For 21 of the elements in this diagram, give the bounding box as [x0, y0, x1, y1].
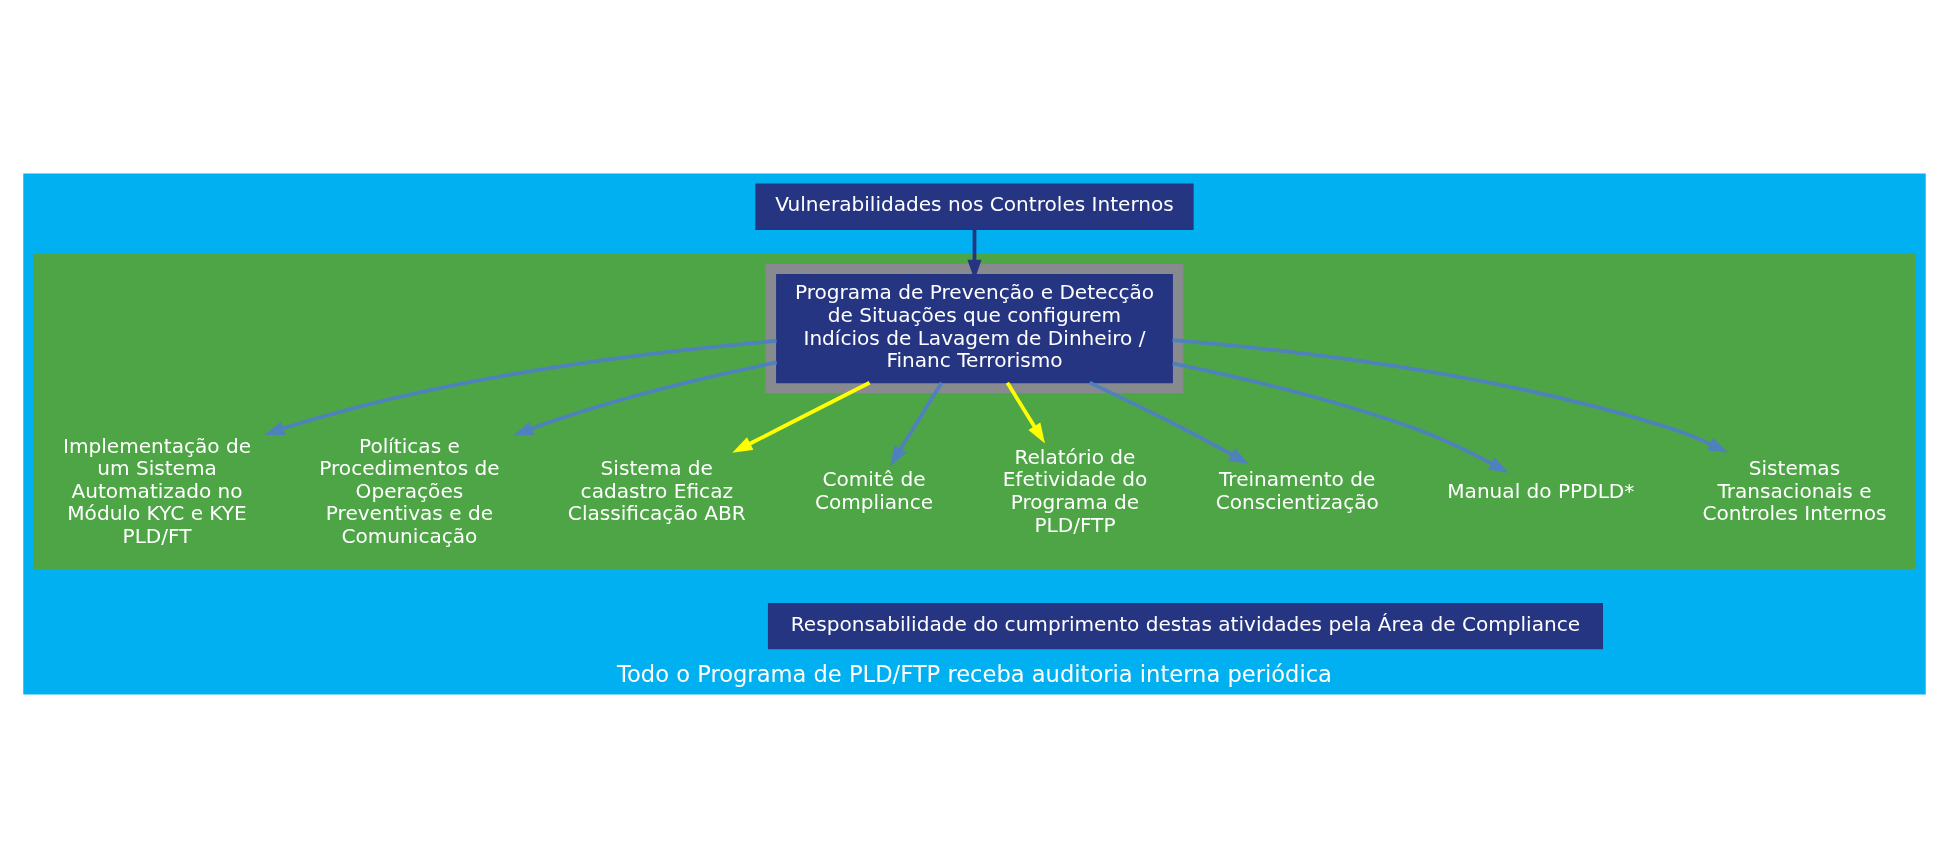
- arrow: [1088, 380, 1250, 465]
- node-text: Sistema de cadastro Eficaz Classificação ABR: [567, 456, 746, 526]
- cluster: [33, 253, 1916, 569]
- arrow: [512, 360, 778, 436]
- node-box: Responsabilidade do cumprimento destas atividades pela Área de Compliance: [767, 602, 1603, 650]
- arrow: [1172, 338, 1729, 453]
- node-text: Comitê de Compliance: [814, 467, 934, 515]
- node-text: Relatório de Efetividade do Programa de PLD/FTP: [1002, 444, 1148, 537]
- arrow: [1172, 361, 1509, 473]
- arrow: [1005, 381, 1045, 444]
- node-box: Programa de Prevenção e Detecção de Situações que configurem Indícios de Lavagem de Dinheiro / Financ Terrorismo: [776, 273, 1173, 384]
- node-box: Vulnerabilidades nos Controles Internos: [755, 183, 1194, 230]
- node-text: Políticas e Procedimentos de Operações Preventivas e de Comunicação: [319, 433, 500, 548]
- node-text: Implementação de um Sistema Automatizado no Módulo KYC e KYE PLD/FT: [63, 433, 252, 548]
- node-text: Treinamento de Conscientização: [1215, 467, 1379, 515]
- node-text: Manual do PPDLD*: [1447, 478, 1635, 503]
- arrow: [264, 339, 777, 435]
- arrow: [889, 381, 944, 467]
- arrow: [732, 381, 871, 453]
- cluster: [765, 263, 1184, 394]
- node-text: Sistemas Transacionais e Controles Internos: [1702, 456, 1887, 526]
